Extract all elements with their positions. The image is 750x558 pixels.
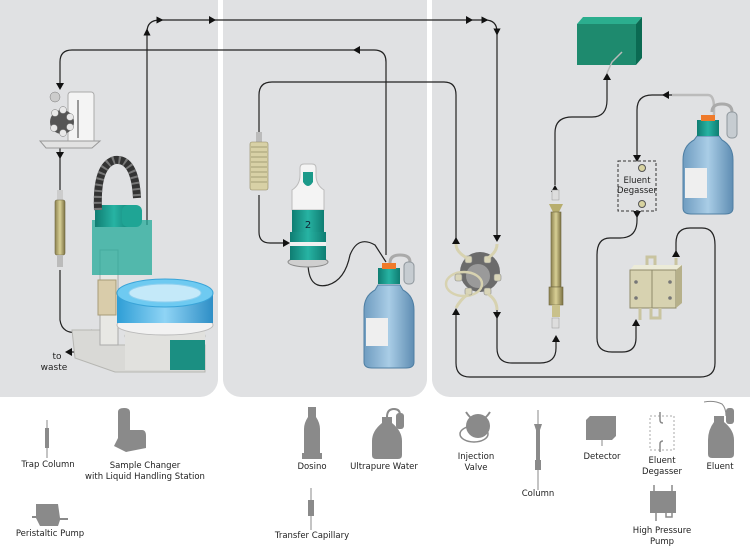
high-pressure-pump — [629, 255, 682, 320]
injection-valve-legend-icon — [459, 411, 491, 443]
legend-label-transfer-capillary: Transfer Capillary — [274, 531, 350, 541]
degasser-label-line1: Eluent — [623, 176, 651, 186]
injection-valve — [444, 243, 502, 311]
legend-label-high-pressure-pump-line1: High Pressure — [632, 526, 692, 536]
legend-label-sample-changer-line2: with Liquid Handling Station — [85, 472, 205, 482]
legend-label-injection-valve-line1: Injection — [457, 452, 495, 462]
trap-column-legend-icon — [45, 420, 49, 458]
transfer-capillary-legend-icon — [308, 488, 314, 530]
dosino: 2 — [287, 163, 329, 268]
eluent-legend-icon — [704, 400, 734, 458]
eluent-bottle — [672, 93, 738, 215]
eluent-degasser-legend-icon — [649, 412, 675, 452]
legend-label-high-pressure-pump-line2: Pump — [649, 537, 675, 547]
dosino-legend-icon — [302, 407, 322, 459]
column-legend-icon — [534, 410, 542, 490]
line-sample-to-valve — [143, 16, 501, 240]
waste-label-line2: waste — [41, 363, 68, 373]
legend-label-peristaltic-pump: Peristaltic Pump — [15, 529, 85, 539]
line-valve-to-capillary — [258, 81, 457, 240]
legend-label-column: Column — [521, 489, 555, 499]
line-capillary-to-dosino — [258, 195, 288, 244]
flow-diagram: to waste 2 — [38, 16, 738, 378]
legend-label-trap-column: Trap Column — [21, 460, 75, 470]
legend-label-detector: Detector — [583, 452, 621, 462]
degasser-label-line2: Degasser — [617, 186, 657, 196]
legend-label-ultrapure-water: Ultrapure Water — [350, 462, 418, 472]
peristaltic-pump-legend-icon — [32, 504, 68, 526]
sample-changer-legend-icon — [114, 408, 146, 452]
waste-label-line1: to — [52, 352, 62, 362]
peristaltic-pump — [38, 91, 102, 149]
high-pressure-pump-legend-icon — [650, 485, 676, 521]
line-column-to-detector — [554, 80, 608, 185]
legend-label-dosino: Dosino — [297, 462, 327, 472]
transfer-capillary — [249, 132, 269, 191]
dosino-number: 2 — [305, 220, 311, 231]
column — [548, 189, 564, 329]
legend-label-sample-changer-line1: Sample Changer — [109, 461, 181, 471]
legend-label-eluent-degasser-line2: Degasser — [642, 467, 682, 477]
line-pump-to-valve — [455, 227, 716, 378]
ultrapure-water-legend-icon — [372, 407, 404, 459]
legend-label-eluent-degasser-line1: Eluent — [648, 456, 676, 466]
line-trap-to-changer — [59, 270, 93, 334]
line-degasser-to-pump — [596, 210, 638, 353]
line-eluent-to-degasser — [636, 94, 672, 157]
detector-legend-icon — [586, 416, 616, 446]
legend-label-injection-valve-line2: Valve — [464, 463, 488, 473]
line-water-to-pump — [59, 49, 387, 255]
legend-label-eluent: Eluent — [706, 462, 734, 472]
line-valve-to-column — [496, 310, 557, 364]
sample-changer — [71, 155, 214, 373]
line-dosino-to-water — [307, 241, 387, 287]
ultrapure-water-bottle — [363, 253, 415, 369]
eluent-degasser: Eluent Degasser — [617, 160, 657, 212]
detector — [577, 17, 642, 74]
arrow-to-valve-top — [209, 16, 216, 24]
trap-column — [54, 190, 66, 267]
